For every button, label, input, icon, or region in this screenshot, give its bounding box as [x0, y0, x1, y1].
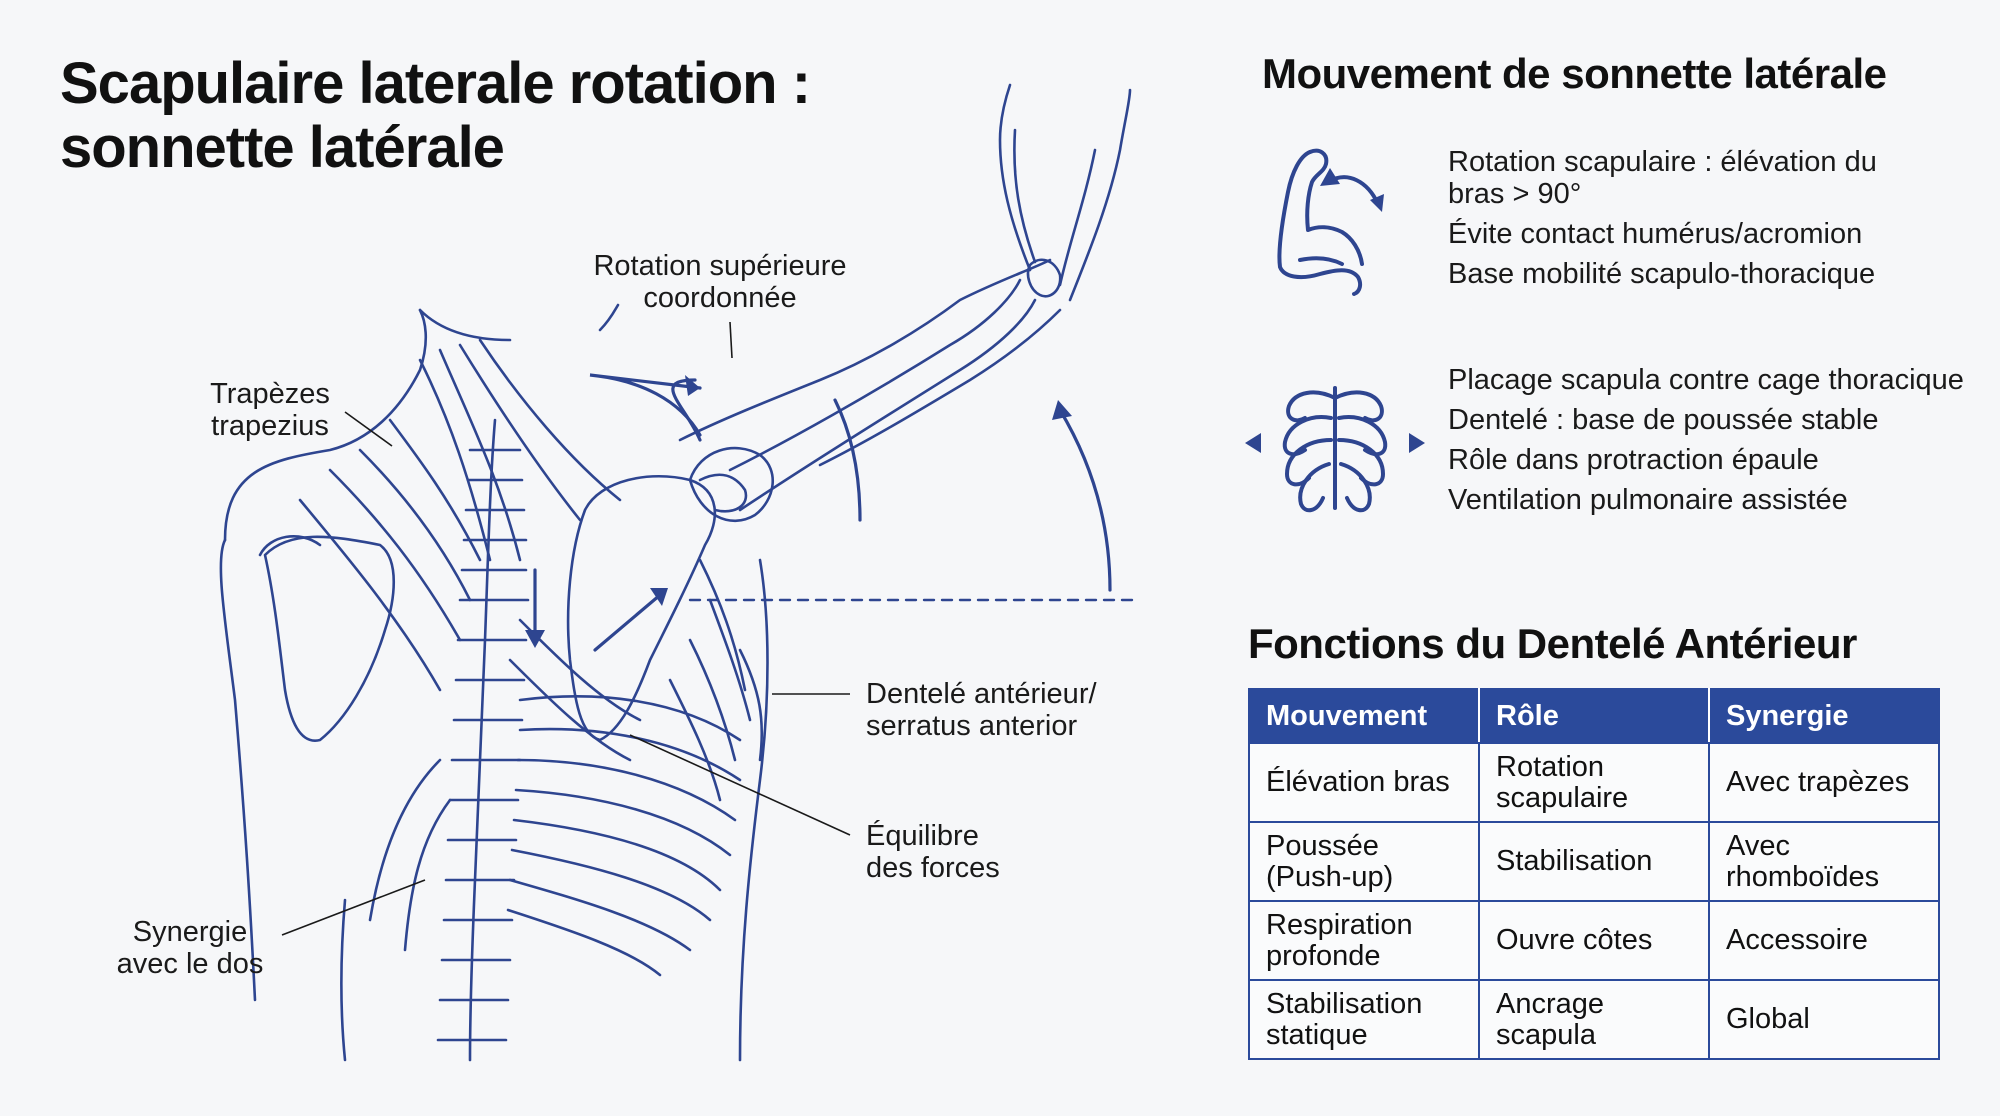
spine: [468, 418, 497, 1062]
table-cell: Global: [1708, 979, 1940, 1060]
table-cell: Ancrage scapula: [1478, 979, 1710, 1060]
movement-item: Rotation scapulaire : élévation du bras …: [1448, 146, 1877, 210]
label-equilibre-line2: des forces: [866, 852, 1000, 884]
left-acromion: [258, 535, 322, 557]
header-mouvement: Mouvement: [1248, 688, 1480, 744]
label-trapezes-line1: Trapèzes: [210, 378, 330, 410]
left-torso-inner: [339, 898, 347, 1062]
right-arm-lower: [818, 308, 1062, 467]
movement-item: Base mobilité scapulo-thoracique: [1448, 258, 1876, 290]
trapezius-fibers: [298, 338, 622, 692]
table-row: Respiration profonde Ouvre côtes Accesso…: [1248, 900, 1940, 981]
label-rotation-line2: coordonnée: [643, 282, 797, 314]
label-rotation-line1: Rotation supérieure: [593, 250, 847, 282]
elevation-arc-head: [1052, 400, 1072, 420]
table-row: Élévation bras Rotation scapulaire Avec …: [1248, 742, 1940, 823]
table-cell: Élévation bras: [1248, 742, 1480, 823]
leader-rotation: [729, 321, 733, 359]
page-title: Scapulaire laterale rotation : sonnette …: [60, 51, 811, 180]
ribs: [506, 695, 742, 977]
table-header-row: Mouvement Rôle Synergie: [1248, 688, 1940, 744]
up-right-arrow: [593, 593, 662, 652]
table-cell: Poussée (Push-up): [1248, 821, 1480, 902]
forearm: [998, 83, 1132, 302]
label-dentele-line2: serratus anterior: [866, 710, 1078, 742]
functions-heading: Fonctions du Dentelé Antérieur: [1248, 620, 1857, 667]
latissimus-fibers: [368, 618, 642, 952]
table-cell: Rotation scapulaire: [1478, 742, 1710, 823]
table-cell: Avec rhomboïdes: [1708, 821, 1940, 902]
label-synergie: Synergie avec le dos: [105, 916, 275, 980]
title-line-2: sonnette latérale: [60, 115, 505, 180]
right-acromion: [698, 473, 748, 513]
label-dentele: Dentelé antérieur/ serratus anterior: [866, 678, 1166, 742]
movement-item: Ventilation pulmonaire assistée: [1448, 484, 1848, 516]
movement-item: Rôle dans protraction épaule: [1448, 444, 1819, 476]
forearm-bones: [1013, 128, 1097, 287]
rotation-arrow: [589, 373, 702, 437]
flexed-arm-icon: [1277, 148, 1384, 296]
label-trapezes: Trapèzes trapezius: [190, 378, 350, 442]
label-equilibre-line1: Équilibre: [866, 820, 979, 852]
right-scapula: [566, 474, 717, 742]
right-arm-upper: [678, 258, 1052, 442]
movement-item: Évite contact humérus/acromion: [1448, 218, 1863, 250]
humerus: [728, 278, 1037, 512]
leader-trapezes: [344, 411, 393, 447]
movement-heading: Mouvement de sonnette latérale: [1262, 50, 1887, 97]
table-cell: Ouvre côtes: [1478, 900, 1710, 981]
rotation-arrow-curve: [671, 378, 862, 522]
leader-equilibre: [629, 734, 851, 836]
left-shoulder-outline: [223, 308, 428, 542]
header-role: Rôle: [1478, 688, 1710, 744]
table-cell: Accessoire: [1708, 900, 1940, 981]
elevation-arc: [1058, 408, 1112, 592]
table-row: Stabilisation statique Ancrage scapula G…: [1248, 979, 1940, 1060]
label-trapezes-line2: trapezius: [211, 410, 329, 442]
label-dentele-line1: Dentelé antérieur/: [866, 678, 1097, 710]
rotation-arrow-head: [685, 375, 700, 396]
back-anatomy-illustration: [219, 83, 1142, 1062]
table-row: Poussée (Push-up) Stabilisation Avec rho…: [1248, 821, 1940, 902]
table-cell: Stabilisation statique: [1248, 979, 1480, 1060]
torso-outline: [219, 538, 257, 1002]
movement-item: Dentelé : base de poussée stable: [1448, 404, 1879, 436]
neck-outline: [418, 303, 620, 342]
functions-table: Mouvement Rôle Synergie Élévation bras R…: [1248, 688, 1940, 1060]
movement-list-1: Rotation scapulaire : élévation du bras …: [1448, 146, 1908, 298]
serratus-fibers: [668, 558, 764, 802]
table-cell: Avec trapèzes: [1708, 742, 1940, 823]
label-rotation: Rotation supérieure coordonnée: [570, 250, 870, 314]
label-synergie-line1: Synergie: [132, 916, 248, 948]
label-equilibre: Équilibre des forces: [866, 820, 1066, 884]
ribcage-icon: [1245, 386, 1425, 513]
table-cell: Respiration profonde: [1248, 900, 1480, 981]
movement-list-2: Placage scapula contre cage thoracique D…: [1448, 364, 1968, 524]
label-synergie-line2: avec le dos: [116, 948, 264, 980]
movement-item: Placage scapula contre cage thoracique: [1448, 364, 1964, 396]
down-arrowhead: [525, 630, 545, 648]
title-line-1: Scapulaire laterale rotation :: [60, 51, 811, 116]
left-scapula: [263, 535, 396, 742]
leader-synergie: [281, 879, 426, 936]
up-right-arrowhead: [650, 588, 668, 606]
right-torso-outline: [738, 558, 769, 1062]
elbow-joint: [1026, 258, 1062, 298]
header-synergie: Synergie: [1708, 688, 1940, 744]
table-cell: Stabilisation: [1478, 821, 1710, 902]
